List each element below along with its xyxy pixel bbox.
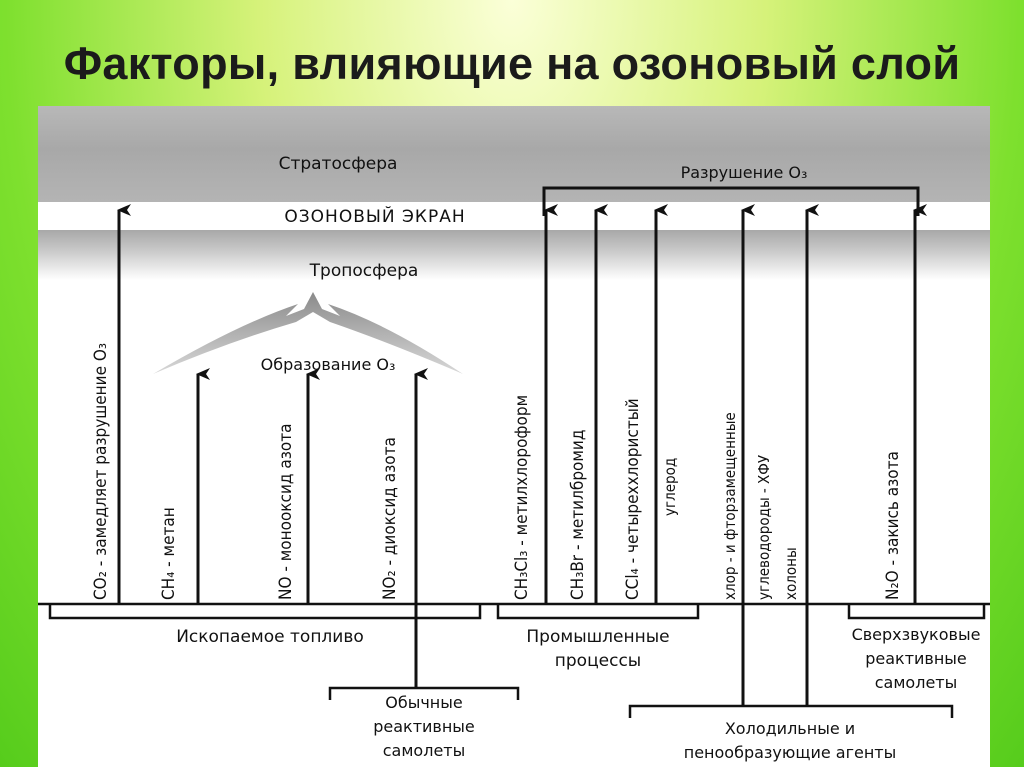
stratosphere-band xyxy=(38,106,990,202)
ozone-screen-band xyxy=(38,202,990,230)
formation-fan xyxy=(153,292,463,374)
fossil-fuel-label: Ископаемое топливо xyxy=(176,627,364,647)
no2-label: NO₂ - диоксид азота xyxy=(380,437,400,600)
formation-label: Образование O₃ xyxy=(261,355,396,374)
refrigerants-label-line2: пенообразующие агенты xyxy=(684,743,896,762)
ozone-screen-label: ОЗОНОВЫЙ ЭКРАН xyxy=(284,205,465,227)
conventional-jets-bracket xyxy=(328,686,520,700)
arrows xyxy=(117,204,927,706)
refrigerants-label-line1: Холодильные и xyxy=(725,719,855,738)
ccl4-label-line1: CCl₄ - четыреххлористый xyxy=(623,398,643,600)
halons-label: холоны xyxy=(782,547,800,600)
stratosphere-label: Стратосфера xyxy=(279,154,398,174)
refrigerants-bracket xyxy=(628,704,954,718)
ch3br-label: CH₃Br - метилбромид xyxy=(568,430,588,600)
conventional-jets-label-line1: Обычные xyxy=(385,693,462,712)
supersonic-bracket xyxy=(847,604,986,620)
fossil-fuel-bracket xyxy=(48,604,482,620)
conventional-jets-label-line2: реактивные xyxy=(373,717,475,736)
n2o-label: N₂O - закись азота xyxy=(883,451,903,600)
ch4-label: CH₄ - метан xyxy=(159,507,179,600)
co2-label: CO₂ - замедляет разрушение O₃ xyxy=(91,343,111,600)
supersonic-label-line2: реактивные xyxy=(865,649,967,668)
cfc-label-line1: хлор - и фторзамещенные xyxy=(721,412,739,600)
industrial-bracket xyxy=(496,604,700,620)
industrial-label-line1: Промышленные xyxy=(526,627,669,647)
ccl4-label-line2: углерод xyxy=(661,458,679,516)
supersonic-label-line1: Сверхзвуковые xyxy=(852,625,981,644)
cfc-label-line2: углеводороды - ХФУ xyxy=(755,455,773,600)
destruction-bracket xyxy=(542,186,920,216)
industrial-label-line2: процессы xyxy=(555,651,641,671)
conventional-jets-label-line3: самолеты xyxy=(383,741,465,760)
destruction-label: Разрушение O₃ xyxy=(681,163,808,182)
slide-title: Факторы, влияющие на озоновый слой xyxy=(63,38,961,89)
ch3ccl3-label: CH₃Cl₃ - метилхлороформ xyxy=(512,395,532,600)
no-label: NO - монооксид азота xyxy=(276,424,296,600)
troposphere-label: Тропосфера xyxy=(309,261,419,281)
ozone-factors-diagram: Стратосфера ОЗОНОВЫЙ ЭКРАН Тропосфера Об… xyxy=(38,106,990,767)
supersonic-label-line3: самолеты xyxy=(875,673,957,692)
troposphere-band xyxy=(38,230,990,280)
